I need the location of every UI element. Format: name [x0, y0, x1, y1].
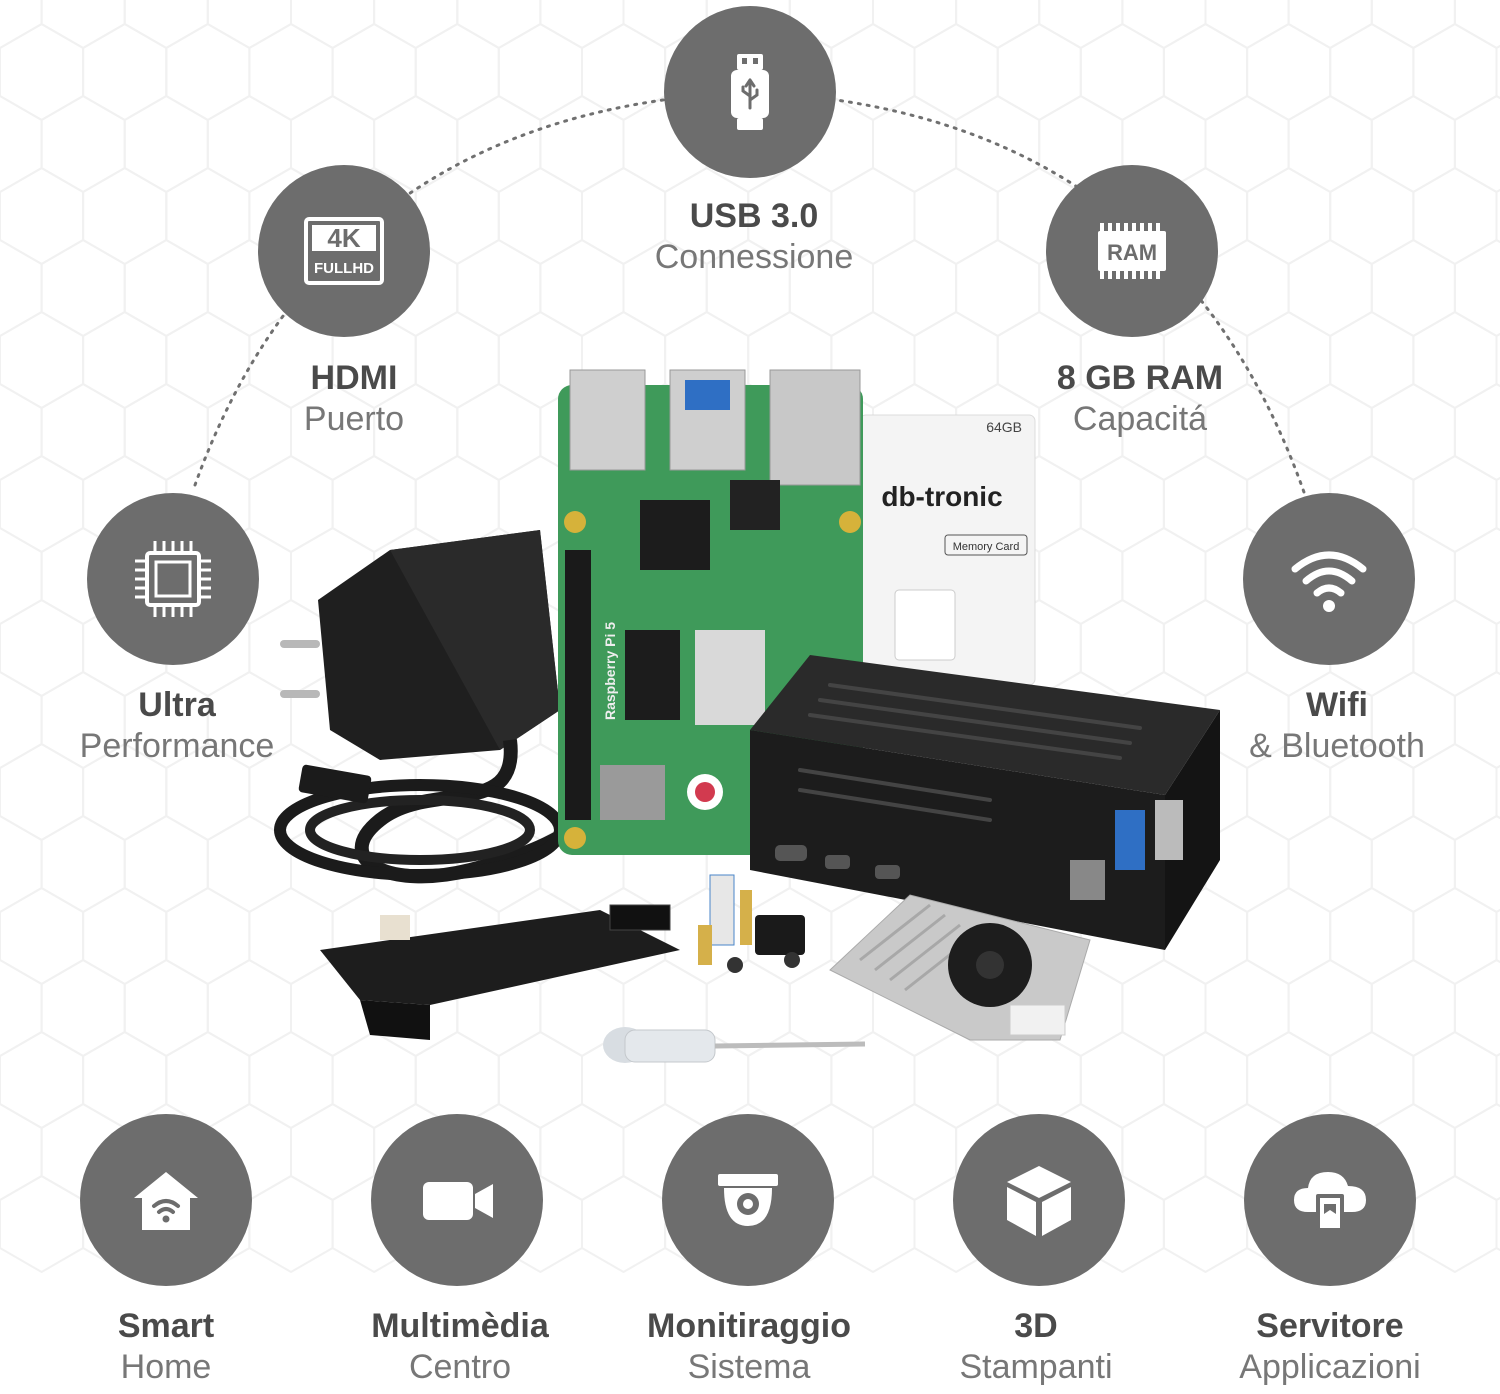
print3d-use-circle: [953, 1114, 1125, 1286]
screws-and-parts: [698, 874, 805, 973]
monitoring-use-circle: [662, 1114, 834, 1286]
server-use-circle: [1244, 1114, 1416, 1286]
hdmi-feature-label: HDMI Puerto: [194, 358, 514, 440]
usb-stick-icon: [731, 54, 769, 130]
m2-adapter-board: [320, 904, 680, 1040]
print3d-use-label: 3D Stampanti: [876, 1306, 1196, 1388]
ram-chip-icon: RAM: [1098, 223, 1166, 279]
print3d-subtitle: Stampanti: [959, 1347, 1113, 1386]
monitoring-use-label: Monitiraggio Sistema: [589, 1306, 909, 1388]
ram-feature-label: 8 GB RAM Capacitá: [980, 358, 1300, 440]
smarthome-subtitle: Home: [120, 1347, 212, 1386]
usb-feature-circle: [664, 6, 836, 178]
performance-subtitle: Performance: [79, 726, 275, 765]
wifi-subtitle: & Bluetooth: [1249, 726, 1425, 765]
multimedia-use-circle: [371, 1114, 543, 1286]
usb-title: USB 3.0: [689, 197, 819, 235]
hdmi-feature-circle: 4K FULLHD: [258, 165, 430, 337]
performance-feature-label: Ultra Performance: [17, 685, 337, 767]
monitoring-title: Monitiraggio: [647, 1307, 851, 1345]
multimedia-title: Multimèdia: [371, 1307, 549, 1345]
icon-fullhd-text: FULLHD: [314, 260, 374, 277]
screwdriver: [603, 1027, 866, 1063]
black-case: [750, 655, 1220, 950]
multimedia-use-label: Multimèdia Centro: [300, 1306, 620, 1388]
4k-fullhd-icon: 4K FULLHD: [304, 217, 384, 285]
smart-home-icon: [134, 1172, 198, 1230]
cpu-chip-icon: [135, 541, 211, 617]
wifi-icon: [1291, 551, 1367, 612]
power-adapter: [274, 530, 607, 884]
video-camera-icon: [423, 1182, 493, 1220]
sd-capacity-text: 64GB: [986, 419, 1022, 435]
cloud-server-icon: [1294, 1172, 1366, 1230]
server-subtitle: Applicazioni: [1239, 1347, 1421, 1386]
board-label-text: Raspberry Pi 5: [602, 622, 618, 720]
ram-title: 8 GB RAM: [1056, 359, 1224, 397]
active-cooler: [829, 894, 1091, 1041]
server-title: Servitore: [1256, 1307, 1404, 1345]
smarthome-title: Smart: [117, 1307, 215, 1345]
usb-feature-label: USB 3.0 Connessione: [594, 196, 914, 278]
product-kit-illustration: 64GB db-tronic Memory Card Raspberry Pi …: [274, 369, 1220, 1063]
performance-title: Ultra: [138, 686, 216, 724]
3d-cube-icon: [1007, 1166, 1071, 1236]
sd-card-label-text: Memory Card: [953, 541, 1020, 553]
ram-subtitle: Capacitá: [1072, 399, 1208, 438]
multimedia-subtitle: Centro: [408, 1347, 512, 1386]
performance-feature-circle: [87, 493, 259, 665]
security-camera-icon: [718, 1174, 778, 1226]
hdmi-subtitle: Puerto: [303, 399, 405, 438]
hdmi-title: HDMI: [310, 359, 398, 397]
usb-subtitle: Connessione: [654, 237, 854, 276]
wifi-feature-label: Wifi & Bluetooth: [1177, 685, 1497, 767]
sd-card-package: 64GB db-tronic Memory Card: [859, 414, 1036, 686]
smarthome-use-circle: [80, 1114, 252, 1286]
server-use-label: Servitore Applicazioni: [1170, 1306, 1490, 1388]
icon-4k-text: 4K: [327, 223, 360, 253]
smarthome-use-label: Smart Home: [6, 1306, 326, 1388]
print3d-title: 3D: [1014, 1307, 1058, 1345]
hexagon-cell: [1495, 1196, 1500, 1252]
monitoring-subtitle: Sistema: [687, 1347, 811, 1386]
sd-brand-text: db-tronic: [881, 481, 1002, 512]
ram-feature-circle: RAM: [1046, 165, 1218, 337]
wifi-feature-circle: [1243, 493, 1415, 665]
wifi-title: Wifi: [1305, 686, 1368, 724]
icon-ram-text: RAM: [1107, 240, 1157, 265]
